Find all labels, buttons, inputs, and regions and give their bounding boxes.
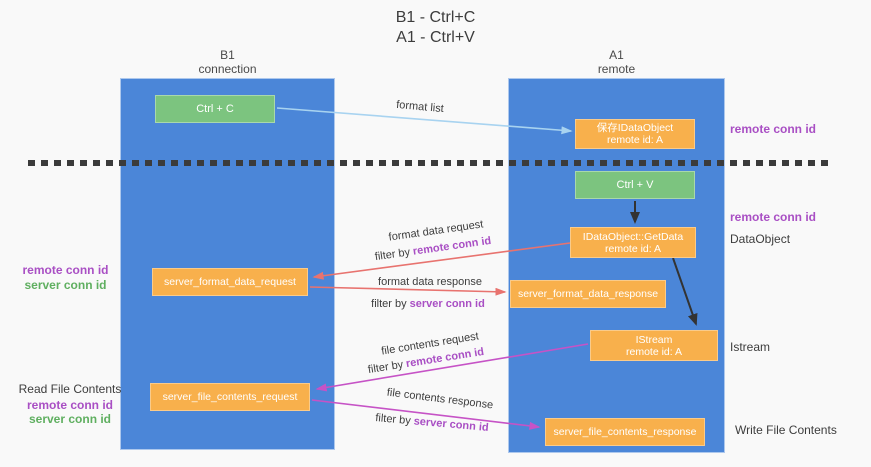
left-remote-conn-id: remote conn id (22, 263, 109, 277)
arrow-format-data-request (312, 242, 571, 280)
arrow-format-list (276, 107, 573, 135)
write-file-contents: Write File Contents (735, 423, 837, 437)
right-dataobject-label: DataObject (730, 232, 791, 246)
column-b1-role: connection (198, 62, 257, 76)
label-format-data-response: format data response (378, 276, 482, 288)
box-ctrl-c-label: Ctrl + C (196, 103, 234, 115)
box-file-request-label: server_file_contents_request (162, 391, 298, 403)
title-line-1: B1 - Ctrl+C (395, 9, 476, 26)
arrow-getdata-to-istream (672, 257, 698, 326)
filter-by-text: filter by (371, 298, 407, 310)
left-server-conn-id-2: server conn id (28, 412, 112, 426)
box-save-idataobject-line1: 保存IDataObject (596, 122, 674, 134)
right-remote-conn-id-top: remote conn id (730, 122, 817, 136)
box-istream-line2: remote id: A (625, 345, 683, 358)
column-header-b1: B1 connection (120, 48, 335, 76)
title-line-2: A1 - Ctrl+V (396, 29, 475, 46)
diagram-title: B1 - Ctrl+C A1 - Ctrl+V (0, 8, 871, 48)
read-file-contents-labels: Read File Contents remote conn id server… (16, 382, 124, 426)
right-istream-label: Istream (730, 340, 771, 354)
left-remote-conn-id-2: remote conn id (26, 398, 113, 412)
box-istream-line1: IStream (635, 333, 673, 346)
box-format-response-label: server_format_data_response (517, 288, 659, 300)
box-idataobject-getdata: IDataObject::GetData remote id: A (570, 227, 696, 258)
column-header-a1: A1 remote (508, 48, 725, 76)
box-server-format-data-response: server_format_data_response (510, 280, 666, 308)
box-format-request-label: server_format_data_request (164, 276, 296, 288)
box-getdata-line1: IDataObject::GetData (582, 230, 684, 243)
box-server-format-data-request: server_format_data_request (152, 268, 308, 296)
arrow-file-contents-response (311, 399, 541, 430)
box-ctrl-c: Ctrl + C (155, 95, 275, 123)
box-save-idataobject: 保存IDataObject remote id: A (575, 119, 695, 149)
box-server-file-contents-request: server_file_contents_request (150, 383, 310, 411)
box-getdata-line2: remote id: A (604, 242, 662, 255)
box-save-idataobject-line2: remote id: A (606, 134, 664, 146)
column-a1-role: remote (597, 62, 636, 76)
arrow-file-contents-request (315, 343, 589, 392)
read-file-contents: Read File Contents (18, 382, 122, 396)
left-server-conn-id: server conn id (24, 278, 107, 292)
column-a1-name: A1 (609, 48, 624, 62)
right-remote-conn-id-mid: remote conn id (730, 210, 817, 224)
box-ctrl-v: Ctrl + V (575, 171, 695, 199)
box-ctrl-v-label: Ctrl + V (616, 179, 654, 191)
arrow-format-data-response (309, 286, 507, 296)
column-b1-name: B1 (220, 48, 235, 62)
box-file-response-label: server_file_contents_response (553, 426, 697, 438)
box-istream: IStream remote id: A (590, 330, 718, 361)
left-conn-id-labels: remote conn id server conn id (18, 263, 113, 293)
server-conn-id-text: server conn id (409, 298, 485, 310)
box-server-file-contents-response: server_file_contents_response (545, 418, 705, 446)
